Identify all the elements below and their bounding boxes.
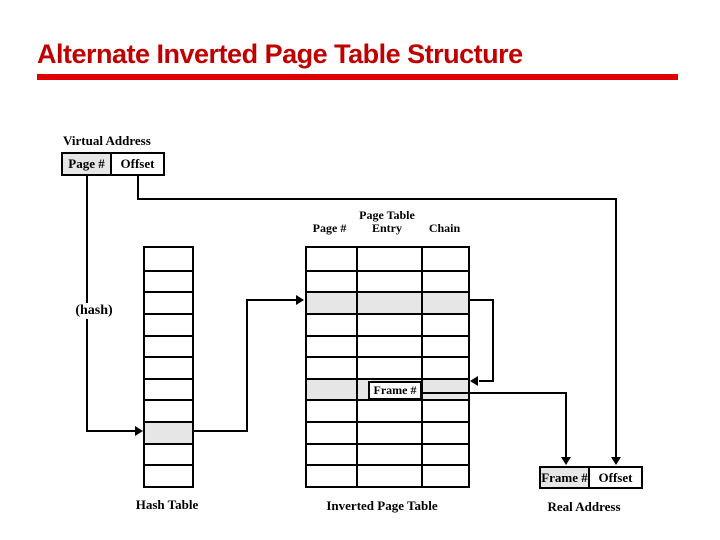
table-cell	[307, 248, 356, 270]
table-cell	[421, 312, 468, 335]
table-cell	[421, 399, 468, 422]
table-cell	[145, 248, 192, 270]
table-cell-highlighted	[307, 291, 356, 313]
connector-chain-return	[479, 380, 493, 382]
table-cell	[145, 269, 192, 292]
table-cell	[145, 399, 192, 421]
table-cell	[421, 464, 468, 486]
connector-hash-to-ipt	[246, 299, 297, 301]
table-cell	[145, 334, 192, 357]
real-address-frame-cell: Frame #	[541, 468, 590, 487]
virtual-address-page-cell: Page #	[63, 154, 112, 174]
table-cell	[307, 269, 356, 292]
table-cell	[421, 421, 468, 443]
table-cell-highlighted	[145, 421, 192, 443]
table-cell	[356, 399, 421, 422]
table-cell	[307, 442, 356, 465]
table-cell	[145, 291, 192, 313]
arrowhead-into-hash-table	[135, 426, 143, 436]
arrowhead-into-real-offset	[611, 457, 621, 465]
ipt-header-page-table-entry: Page Table Entry	[359, 208, 415, 235]
table-cell	[421, 356, 468, 378]
table-cell	[356, 421, 421, 443]
table-cell	[307, 312, 356, 335]
table-cell	[421, 269, 468, 292]
connector-chain-out	[468, 299, 494, 301]
arrowhead-chain-into-row	[470, 376, 478, 386]
table-cell	[307, 356, 356, 378]
virtual-address-offset-cell: Offset	[120, 156, 155, 171]
connector-offset-drop	[137, 176, 139, 200]
table-cell	[145, 377, 192, 400]
title-underline	[37, 74, 678, 80]
table-cell	[356, 442, 421, 465]
table-cell	[356, 334, 421, 357]
table-cell	[356, 464, 421, 486]
real-address-offset-cell: Offset	[598, 469, 633, 485]
ipt-header-page-number: Page #	[312, 221, 347, 235]
table-cell	[307, 334, 356, 357]
table-cell	[356, 356, 421, 378]
hash-table-caption: Hash Table	[135, 497, 199, 512]
table-cell	[356, 248, 421, 270]
table-cell	[421, 442, 468, 465]
virtual-address-box: Page # Offset	[61, 152, 165, 176]
table-cell	[356, 269, 421, 292]
hash-function-label: (hash)	[66, 303, 122, 319]
table-cell	[421, 248, 468, 270]
connector-frame-vertical	[565, 392, 567, 459]
connector-offset-horizontal	[137, 198, 617, 200]
inverted-page-table	[305, 246, 470, 488]
connector-pageno-horizontal	[86, 430, 136, 432]
hash-table	[143, 246, 194, 488]
table-cell	[307, 464, 356, 486]
table-cell	[421, 334, 468, 357]
connector-chain-vertical	[492, 299, 494, 382]
frame-number-label: Frame #	[368, 381, 422, 400]
arrowhead-into-ipt-row	[296, 295, 304, 305]
table-cell-highlighted	[356, 291, 421, 313]
table-cell	[145, 442, 192, 465]
table-cell	[307, 421, 356, 443]
ipt-header-chain: Chain	[428, 221, 461, 235]
table-cell-highlighted	[421, 291, 468, 313]
table-cell-highlighted	[307, 377, 356, 400]
table-cell-highlighted	[421, 377, 468, 400]
table-cell	[145, 356, 192, 378]
table-cell	[145, 312, 192, 335]
table-cell	[145, 464, 192, 486]
connector-offset-vertical	[615, 198, 617, 459]
arrowhead-into-real-frame	[561, 457, 571, 465]
virtual-address-label: Virtual Address	[63, 133, 151, 148]
connector-frame-horizontal	[420, 392, 566, 394]
inverted-page-table-caption: Inverted Page Table	[326, 498, 438, 513]
table-cell	[356, 312, 421, 335]
slide-title: Alternate Inverted Page Table Structure	[37, 39, 523, 69]
connector-hash-riser	[246, 299, 248, 432]
connector-hash-exit	[192, 430, 248, 432]
table-cell	[307, 399, 356, 421]
real-address-box: Frame # Offset	[539, 466, 643, 489]
real-address-caption: Real Address	[547, 499, 621, 514]
